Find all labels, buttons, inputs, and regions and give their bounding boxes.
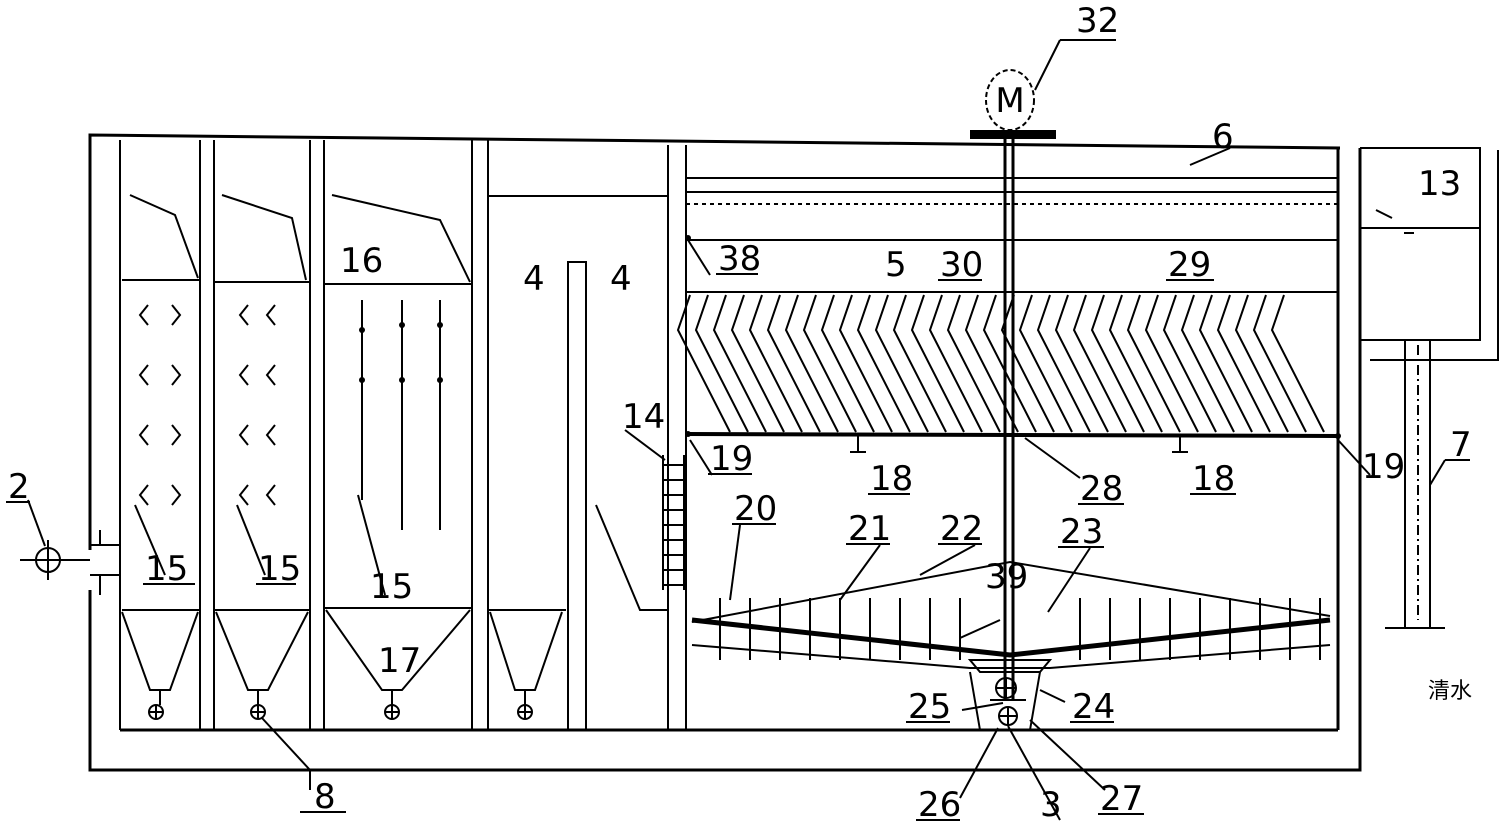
inclined-plate bbox=[874, 294, 929, 433]
label-5: 5 bbox=[885, 245, 907, 285]
inclined-plate bbox=[1018, 294, 1073, 433]
sludge-scraper bbox=[691, 524, 1331, 673]
label-underlines bbox=[6, 39, 1236, 821]
inclined-plate bbox=[1216, 294, 1271, 433]
sludge-valve-3 bbox=[384, 690, 400, 720]
label-6: 6 bbox=[1212, 117, 1234, 157]
inclined-plate bbox=[838, 294, 893, 433]
label-23: 23 bbox=[1060, 512, 1103, 552]
label-20: 20 bbox=[734, 489, 777, 529]
inclined-plate bbox=[1180, 294, 1235, 433]
label-7: 7 bbox=[1450, 425, 1472, 465]
clear-water-tank bbox=[1360, 147, 1499, 629]
inclined-plate bbox=[730, 294, 785, 433]
label-3: 3 bbox=[1040, 785, 1062, 825]
label-15-b: 15 bbox=[258, 549, 301, 589]
baffle-pipe bbox=[567, 261, 668, 730]
sludge-valve-2 bbox=[250, 690, 266, 720]
inclined-plate bbox=[910, 294, 965, 433]
inclined-plate bbox=[928, 294, 983, 433]
inclined-plate bbox=[712, 294, 767, 433]
chamber-level-lines bbox=[122, 194, 668, 285]
label-24: 24 bbox=[1072, 687, 1115, 727]
ladder bbox=[624, 429, 685, 590]
label-19-right: 19 bbox=[1362, 447, 1405, 487]
label-32: 32 bbox=[1076, 1, 1119, 41]
inclined-plate bbox=[766, 294, 821, 433]
inclined-plate bbox=[1000, 294, 1055, 433]
label-28: 28 bbox=[1080, 469, 1123, 509]
inclined-plate bbox=[964, 294, 1019, 433]
hopper-bottoms bbox=[121, 607, 566, 720]
labels: 32 6 13 16 4 4 38 5 30 29 14 19 18 28 18… bbox=[8, 1, 1472, 825]
label-21: 21 bbox=[848, 509, 891, 549]
inclined-plate bbox=[1270, 294, 1325, 433]
inclined-plate bbox=[1108, 294, 1163, 433]
label-13-top: 13 bbox=[1418, 164, 1461, 204]
sludge-hopper bbox=[959, 671, 1106, 821]
sludge-valve-1 bbox=[148, 690, 164, 720]
label-25: 25 bbox=[908, 687, 951, 727]
inclined-plate bbox=[1126, 294, 1181, 433]
inclined-plate bbox=[784, 294, 839, 433]
mixing-paddles bbox=[134, 300, 443, 596]
label-38: 38 bbox=[718, 239, 761, 279]
label-4-left: 4 bbox=[523, 259, 545, 299]
label-17: 17 bbox=[378, 641, 421, 681]
label-26: 26 bbox=[918, 785, 961, 825]
inclined-plate bbox=[856, 294, 911, 433]
scraper-bridge bbox=[685, 431, 1371, 479]
label-18-left: 18 bbox=[870, 459, 913, 499]
label-8: 8 bbox=[314, 777, 336, 817]
chamber-walls bbox=[199, 140, 687, 730]
label-30: 30 bbox=[940, 245, 983, 285]
label-2: 2 bbox=[8, 467, 30, 507]
inclined-plates bbox=[676, 294, 1325, 433]
inlet-pump bbox=[20, 499, 120, 595]
label-18-right: 18 bbox=[1192, 459, 1235, 499]
label-16: 16 bbox=[340, 241, 383, 281]
label-14: 14 bbox=[622, 397, 665, 437]
label-19-left: 19 bbox=[710, 439, 753, 479]
inclined-plate bbox=[676, 294, 731, 433]
inclined-plate bbox=[892, 294, 947, 433]
label-15-a: 15 bbox=[145, 549, 188, 589]
label-27: 27 bbox=[1100, 779, 1143, 819]
inclined-plate bbox=[802, 294, 857, 433]
sludge-valve-4 bbox=[517, 690, 533, 720]
motor-symbol: M bbox=[995, 81, 1024, 121]
inclined-plate bbox=[1198, 294, 1253, 433]
inclined-plate bbox=[982, 294, 1037, 433]
label-29: 29 bbox=[1168, 245, 1211, 285]
inclined-plate bbox=[1144, 294, 1199, 433]
inclined-plate bbox=[1252, 294, 1307, 433]
label-15-c: 15 bbox=[370, 567, 413, 607]
label-22: 22 bbox=[940, 509, 983, 549]
inclined-plate bbox=[694, 294, 749, 433]
inclined-plate bbox=[1036, 294, 1091, 433]
label-4-right: 4 bbox=[610, 259, 632, 299]
inclined-plate bbox=[1090, 294, 1145, 433]
label-39: 39 bbox=[985, 557, 1028, 597]
inclined-plate bbox=[1162, 294, 1217, 433]
label-clear-water: 清水 bbox=[1428, 679, 1472, 704]
inclined-plate bbox=[1234, 294, 1289, 433]
inclined-plate bbox=[1072, 294, 1127, 433]
inclined-plate bbox=[748, 294, 803, 433]
inclined-plate bbox=[820, 294, 875, 433]
inclined-plate bbox=[1054, 294, 1109, 433]
inclined-plate bbox=[946, 294, 1001, 433]
